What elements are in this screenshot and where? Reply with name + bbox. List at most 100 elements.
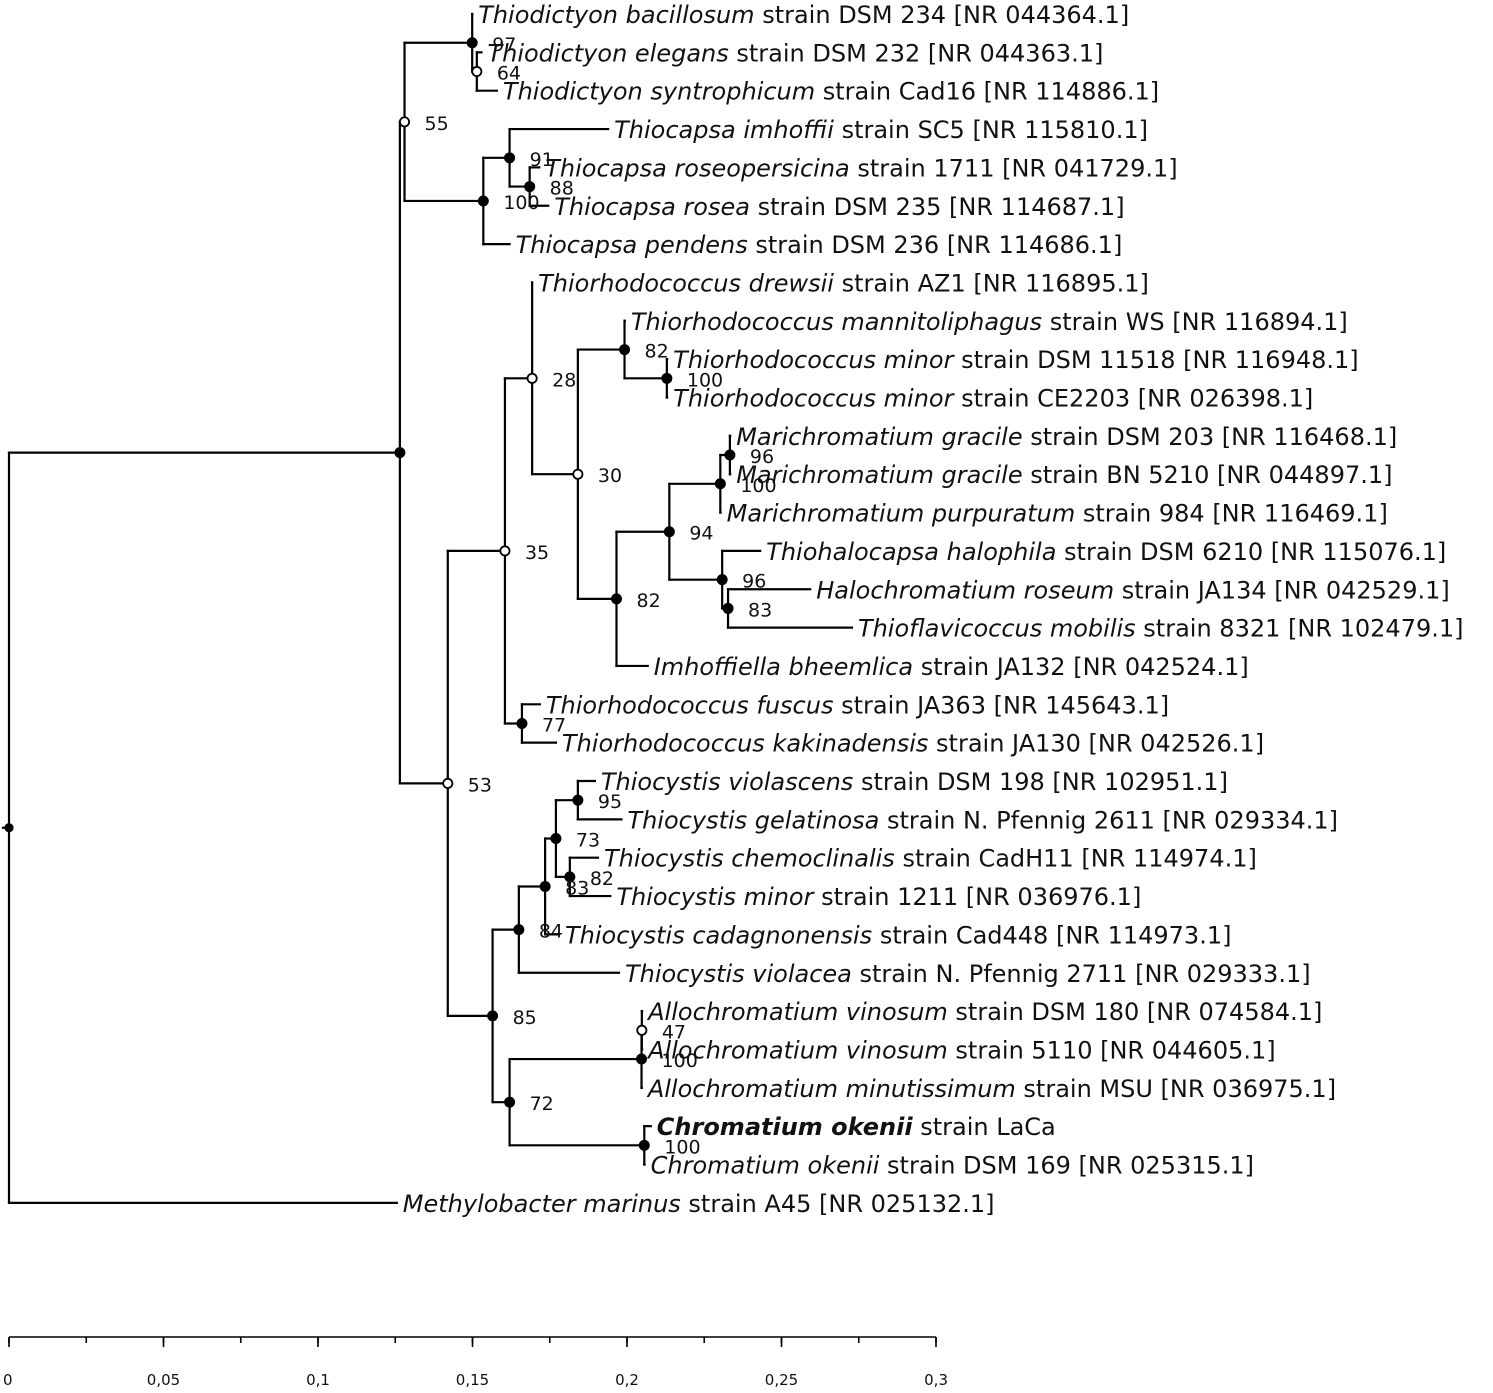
species-name: Halochromatium roseum: [816, 576, 1114, 604]
tree-nodes: [4, 37, 736, 1151]
species-name: Allochromatium minutissimum: [646, 1075, 1016, 1103]
species-name: Thiocystis minor: [616, 883, 815, 911]
taxon-label: Thiocystis violascens strain DSM 198 [NR…: [601, 768, 1228, 796]
bootstrap-value: 96: [750, 446, 774, 468]
taxon-labels: Thiodictyon bacillosum strain DSM 234 [N…: [403, 1, 1464, 1218]
bootstrap-value: 100: [740, 475, 776, 497]
node-marker-filled: [572, 794, 584, 806]
strain-accession: strain CE2203 [NR 026398.1]: [953, 385, 1313, 413]
node-marker-open: [526, 372, 538, 384]
taxon-label: Thiocapsa roseopersicina strain 1711 [NR…: [545, 154, 1177, 182]
root-node: [4, 823, 14, 833]
bootstrap-value: 100: [687, 369, 723, 391]
bootstrap-value: 85: [513, 1007, 537, 1029]
species-name: Thiorhodococcus drewsii: [538, 269, 834, 297]
species-name: Marichromatium gracile: [736, 461, 1022, 489]
strain-accession: strain JA134 [NR 042529.1]: [1114, 576, 1450, 604]
bootstrap-value: 30: [598, 465, 622, 487]
bootstrap-value: 82: [590, 868, 614, 890]
taxon-label: Thiocapsa rosea strain DSM 235 [NR 11468…: [554, 193, 1124, 221]
species-name: Thiocystis cadagnonensis: [565, 921, 872, 949]
taxon-label: Thioflavicoccus mobilis strain 8321 [NR …: [858, 615, 1464, 643]
species-name: Thiodictyon elegans: [487, 39, 728, 67]
species-name: Thiocapsa imhoffii: [614, 116, 834, 144]
strain-accession: strain 1211 [NR 036976.1]: [813, 883, 1141, 911]
species-name: Marichromatium purpuratum: [727, 500, 1076, 528]
taxon-label: Chromatium okenii strain DSM 169 [NR 025…: [651, 1152, 1254, 1180]
bootstrap-value: 28: [552, 369, 576, 391]
node-marker-filled: [487, 1010, 499, 1022]
strain-accession: strain CadH11 [NR 114974.1]: [895, 845, 1257, 873]
species-name: Thiocystis gelatinosa: [627, 806, 879, 834]
strain-accession: strain LaCa: [913, 1113, 1056, 1141]
node-marker-open: [499, 545, 511, 557]
strain-accession: strain AZ1 [NR 116895.1]: [834, 269, 1149, 297]
taxon-label: Thiorhodococcus minor strain DSM 11518 […: [673, 346, 1358, 374]
node-marker-filled: [539, 880, 551, 892]
node-marker-open: [471, 66, 483, 78]
taxon-label: Thiodictyon syntrophicum strain Cad16 [N…: [503, 78, 1159, 106]
strain-accession: strain DSM 6210 [NR 115076.1]: [1056, 538, 1446, 566]
taxon-label: Allochromatium minutissimum strain MSU […: [646, 1075, 1336, 1103]
species-name: Thiocystis violacea: [625, 960, 852, 988]
node-marker-filled: [636, 1053, 648, 1065]
bootstrap-value: 77: [542, 714, 566, 736]
species-name: Thiorhodococcus minor: [673, 346, 955, 374]
bootstrap-value: 96: [742, 571, 766, 593]
species-name: Methylobacter marinus: [403, 1190, 681, 1218]
species-name: Thiorhodococcus fuscus: [546, 691, 834, 719]
taxon-label: Thiocapsa pendens strain DSM 236 [NR 114…: [516, 231, 1123, 259]
species-name: Thioflavicoccus mobilis: [858, 615, 1136, 643]
taxon-label: Thiocystis gelatinosa strain N. Pfennig …: [627, 806, 1338, 834]
node-marker-filled: [504, 1096, 516, 1108]
taxon-label: Methylobacter marinus strain A45 [NR 025…: [403, 1190, 995, 1218]
taxon-label: Thiodictyon bacillosum strain DSM 234 [N…: [478, 1, 1129, 29]
strain-accession: strain WS [NR 116894.1]: [1042, 308, 1348, 336]
strain-accession: strain SC5 [NR 115810.1]: [834, 116, 1148, 144]
strain-accession: strain 984 [NR 116469.1]: [1075, 500, 1388, 528]
strain-accession: strain DSM 180 [NR 074584.1]: [948, 998, 1323, 1026]
bootstrap-value: 82: [645, 341, 669, 363]
taxon-label: Thiodictyon elegans strain DSM 232 [NR 0…: [487, 39, 1103, 67]
axis-tick-label: 0,15: [456, 1371, 489, 1389]
species-name: Thiorhodococcus mannitoliphagus: [631, 308, 1042, 336]
bootstrap-value: 35: [525, 542, 549, 564]
strain-accession: strain DSM 169 [NR 025315.1]: [879, 1152, 1254, 1180]
taxon-label: Chromatium okenii strain LaCa: [657, 1113, 1056, 1141]
taxon-label: Marichromatium purpuratum strain 984 [NR…: [727, 500, 1388, 528]
species-name: Allochromatium vinosum: [646, 1036, 948, 1064]
node-marker-filled: [661, 372, 673, 384]
bootstrap-value: 94: [689, 523, 713, 545]
taxon-label: Thiorhodococcus minor strain CE2203 [NR …: [673, 385, 1313, 413]
node-marker-open: [636, 1024, 648, 1036]
species-name: Thiorhodococcus minor: [673, 385, 955, 413]
strain-accession: strain DSM 235 [NR 114687.1]: [750, 193, 1125, 221]
axis-tick-label: 0,2: [615, 1371, 639, 1389]
strain-accession: strain DSM 11518 [NR 116948.1]: [953, 346, 1358, 374]
strain-accession: strain BN 5210 [NR 044897.1]: [1023, 461, 1393, 489]
strain-accession: strain DSM 232 [NR 044363.1]: [729, 39, 1104, 67]
node-marker-filled: [714, 478, 726, 490]
node-marker-open: [572, 468, 584, 480]
strain-accession: strain 8321 [NR 102479.1]: [1136, 615, 1464, 643]
taxon-label: Imhoffiella bheemlica strain JA132 [NR 0…: [654, 653, 1249, 681]
taxon-label: Thiocystis cadagnonensis strain Cad448 […: [565, 921, 1231, 949]
bootstrap-value: 97: [492, 34, 516, 56]
strain-accession: strain DSM 203 [NR 116468.1]: [1023, 423, 1398, 451]
node-marker-filled: [466, 37, 478, 49]
bootstrap-value: 73: [576, 830, 600, 852]
strain-accession: strain MSU [NR 036975.1]: [1016, 1075, 1336, 1103]
bootstrap-value: 55: [425, 113, 449, 135]
taxon-label: Thiohalocapsa halophila strain DSM 6210 …: [766, 538, 1446, 566]
bootstrap-value: 88: [550, 178, 574, 200]
bootstrap-value: 91: [530, 149, 554, 171]
species-name: Marichromatium gracile: [736, 423, 1022, 451]
strain-accession: strain N. Pfennig 2711 [NR 029333.1]: [852, 960, 1311, 988]
species-name: Chromatium okenii: [657, 1113, 914, 1141]
bootstrap-values: 5597641009188533528308210082941009696837…: [425, 34, 777, 1159]
bootstrap-value: 100: [503, 192, 539, 214]
strain-accession: strain 5110 [NR 044605.1]: [948, 1036, 1276, 1064]
node-marker-filled: [724, 449, 736, 461]
